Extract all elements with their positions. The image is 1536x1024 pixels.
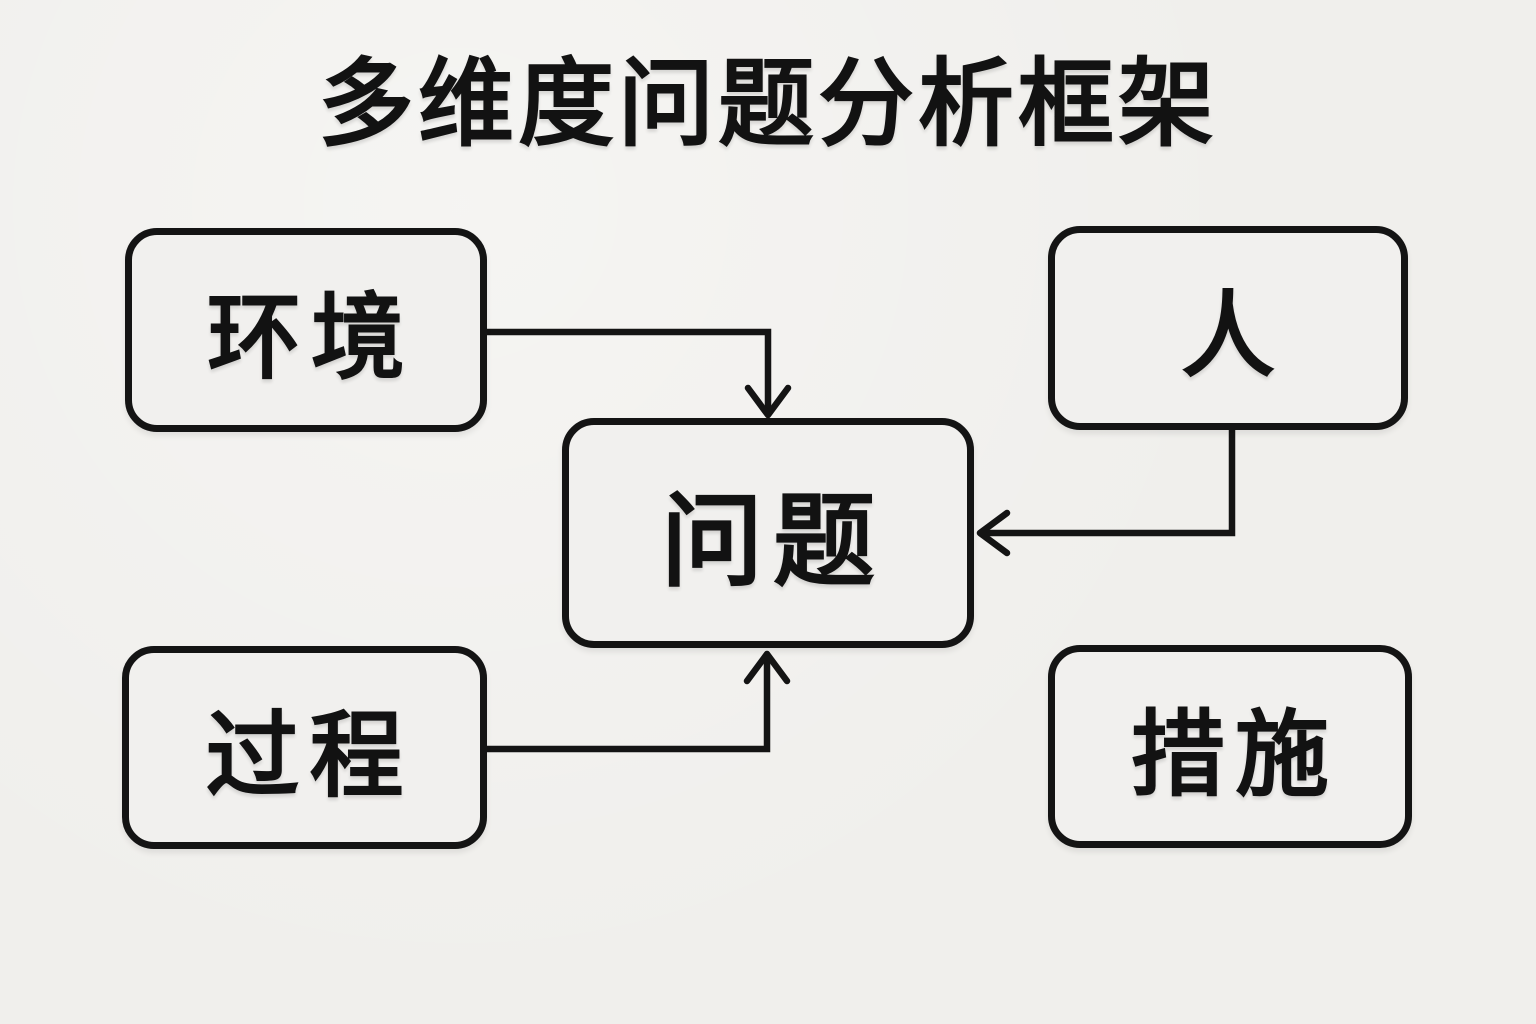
node-measures-label: 措施 [1130, 701, 1339, 807]
arrowhead-environment-to-problem [744, 384, 792, 419]
node-process-label: 过程 [205, 702, 414, 808]
arrow-process-to-problem [483, 651, 771, 753]
node-problem-label: 问题 [661, 484, 885, 599]
node-problem: 问题 [562, 418, 974, 648]
node-environment-label: 环境 [206, 285, 415, 390]
node-person-label: 人 [1180, 283, 1285, 388]
diagram-title: 多维度问题分析框架 [318, 51, 1218, 158]
arrow-environment-to-problem [483, 328, 772, 418]
arrowhead-person-to-problem [976, 509, 1011, 557]
node-process: 过程 [122, 646, 487, 849]
node-person: 人 [1048, 226, 1408, 430]
arrow-person-to-problem [977, 426, 1236, 537]
node-measures: 措施 [1048, 645, 1412, 848]
node-environment: 环境 [125, 228, 487, 432]
arrowhead-process-to-problem [743, 650, 791, 685]
